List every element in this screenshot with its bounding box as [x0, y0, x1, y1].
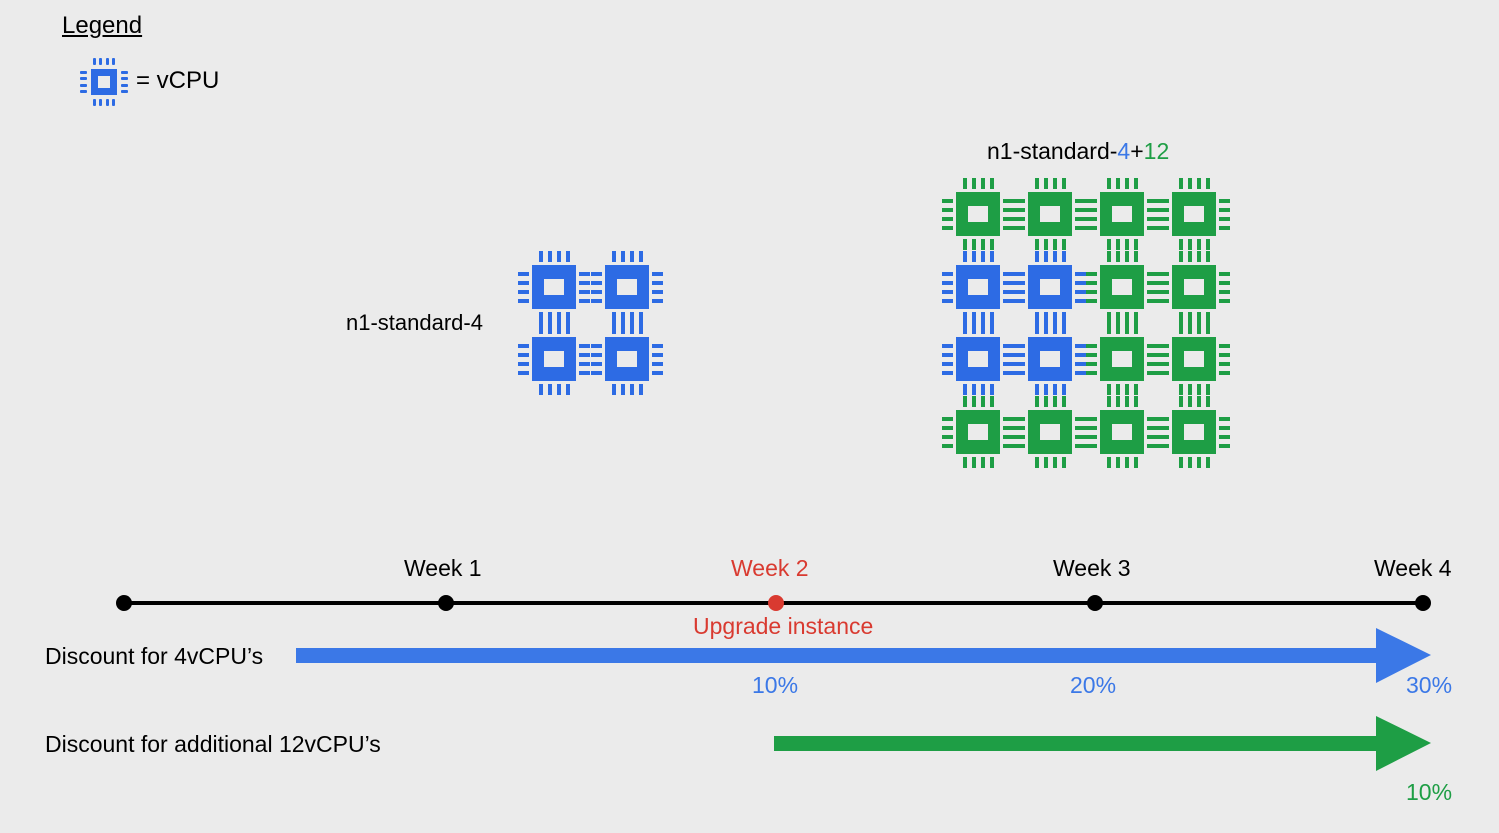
vcpu-chip-icon — [1014, 396, 1086, 468]
large-instance-label-prefix: n1-standard- — [987, 138, 1118, 164]
week-3-label: Week 3 — [1053, 555, 1131, 581]
vcpu-chip-icon — [518, 323, 590, 395]
vcpu-chip-icon — [1086, 251, 1158, 323]
large-instance-vcpu-grid — [942, 178, 1230, 468]
vcpu-chip-icon — [942, 323, 1014, 395]
vcpu-chip-icon — [1014, 178, 1086, 250]
timeline-dot-week-1 — [438, 595, 454, 611]
vcpu-chip-icon — [1086, 323, 1158, 395]
vcpu-chip-icon — [1158, 396, 1230, 468]
vcpu-chip-icon — [591, 251, 663, 323]
discount-4vcpu-arrow — [296, 628, 1431, 683]
discount-4vcpu-week-4-value: 30% — [1406, 672, 1453, 698]
discount-4vcpu-week-2-value: 10% — [752, 672, 799, 698]
vcpu-chip-icon — [1086, 396, 1158, 468]
vcpu-chip-icon — [1014, 251, 1086, 323]
discount-4vcpu-label: Discount for 4vCPU’s — [45, 643, 264, 669]
large-instance-label-extra: 12 — [1143, 138, 1170, 164]
vcpu-chip-icon — [942, 396, 1014, 468]
vcpu-chip-icon — [942, 178, 1014, 250]
vcpu-chip-icon — [1158, 178, 1230, 250]
small-instance-vcpu-grid — [518, 251, 663, 395]
week-1-label: Week 1 — [404, 555, 482, 581]
discount-4vcpu-week-3-value: 20% — [1070, 672, 1117, 698]
discount-12vcpu-arrow — [774, 716, 1431, 771]
vcpu-chip-icon — [80, 58, 128, 106]
large-instance-label-base: 4 — [1117, 138, 1131, 164]
discount-12vcpu-week-4-value: 10% — [1406, 779, 1453, 805]
vcpu-chip-icon — [1086, 178, 1158, 250]
small-instance-label: n1-standard-4 — [346, 310, 483, 335]
vcpu-chip-icon — [518, 251, 590, 323]
legend-title: Legend — [62, 12, 143, 39]
vcpu-chip-icon — [591, 323, 663, 395]
legend-entry: = vCPU — [136, 67, 220, 94]
vcpu-chip-icon — [942, 251, 1014, 323]
timeline-dot-week-2 — [768, 595, 784, 611]
timeline-dot-week-3 — [1087, 595, 1103, 611]
vcpu-chip-icon — [1158, 323, 1230, 395]
timeline-dot-week-4 — [1415, 595, 1431, 611]
timeline-start-dot — [116, 595, 132, 611]
week-4-label: Week 4 — [1374, 555, 1452, 581]
vcpu-chip-icon — [1014, 323, 1086, 395]
discount-12vcpu-label: Discount for additional 12vCPU’s — [45, 731, 381, 757]
vcpu-chip-icon — [1158, 251, 1230, 323]
week-2-label: Week 2 — [731, 555, 809, 581]
large-instance-label: n1-standard-4+12 — [987, 138, 1169, 165]
upgrade-instance-label: Upgrade instance — [693, 613, 874, 639]
large-instance-label-plus: + — [1130, 138, 1144, 164]
